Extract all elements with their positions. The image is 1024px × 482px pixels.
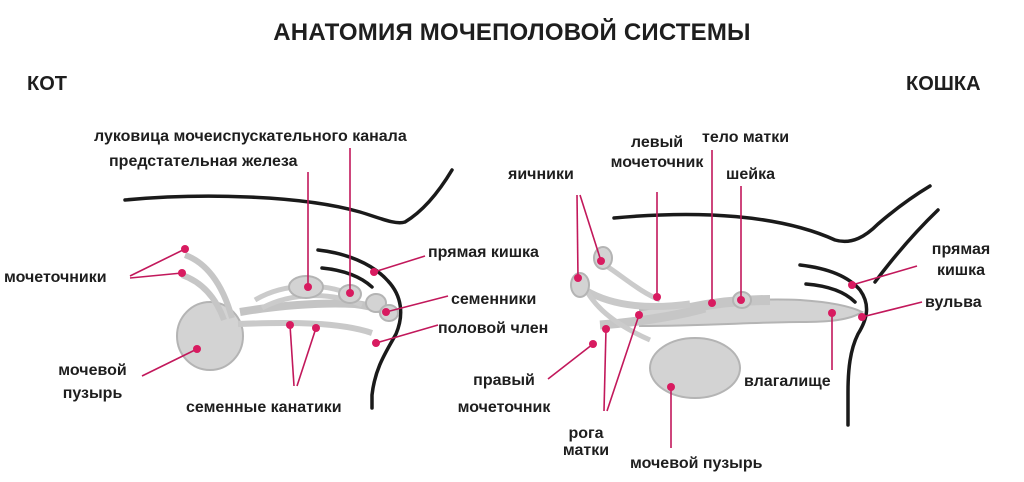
- pointer-right-ureter: [547, 343, 594, 380]
- female-bladder: [649, 337, 741, 399]
- pointer-horns-a: [603, 328, 607, 412]
- label-uterus-body: тело матки: [702, 129, 790, 146]
- male-heading: КОТ: [27, 73, 67, 95]
- male-rear-contour: [316, 248, 403, 410]
- label-vagina: влагалище: [744, 373, 831, 390]
- marker-bulb: [346, 289, 354, 297]
- label-left-ureter-line1: левый: [630, 134, 684, 151]
- label-right-ureter-line2: мочеточник: [457, 399, 551, 416]
- marker-testes: [382, 308, 390, 316]
- male-pointers: [129, 148, 449, 387]
- label-urethral-bulb: луковица мочеиспускательного канала: [94, 128, 407, 145]
- pointer-ovaries-b: [579, 194, 602, 262]
- label-rectum: прямая кишка: [428, 244, 539, 261]
- female-inner-contour: [804, 282, 857, 304]
- label-bladder-male-line2: пузырь: [62, 385, 123, 402]
- label-ovaries: яичники: [508, 166, 574, 183]
- female-back-tail: [873, 208, 940, 284]
- marker-left-ureter: [653, 293, 661, 301]
- female-pointers: [547, 150, 923, 448]
- female-ureter-left: [603, 262, 661, 303]
- marker-penis: [372, 339, 380, 347]
- female-horn-right: [599, 303, 707, 330]
- marker-vagina: [828, 309, 836, 317]
- label-bladder-male-line1: мочевой: [58, 362, 127, 379]
- male-ureter-2: [180, 272, 227, 322]
- pointer-testes: [385, 295, 449, 313]
- marker-right-ureter: [589, 340, 597, 348]
- male-urethra-lower: [237, 320, 373, 336]
- female-body-outline: [612, 184, 940, 427]
- label-rectum-female-line2: кишка: [936, 262, 986, 279]
- label-bladder-female: мочевой пузырь: [630, 455, 763, 472]
- pointer-horns-b: [606, 314, 640, 412]
- female-markers: [574, 257, 866, 391]
- male-inner-contour: [320, 266, 374, 289]
- marker-vulva: [858, 313, 866, 321]
- marker-ureter-2: [178, 269, 186, 277]
- label-ureters: мочеточники: [4, 269, 107, 286]
- pointer-rectum-f: [851, 265, 918, 286]
- label-left-ureter-line2: мочеточник: [610, 154, 704, 171]
- pointer-rectum: [373, 255, 426, 273]
- marker-cervix: [737, 296, 745, 304]
- pointer-cords-b: [296, 327, 317, 387]
- marker-rectum-f: [848, 281, 856, 289]
- label-rectum-female-line1: прямая: [931, 241, 991, 258]
- marker-bladder-f: [667, 383, 675, 391]
- label-prostate: предстательная железа: [109, 153, 298, 170]
- marker-cord-2: [312, 324, 320, 332]
- marker-prostate: [304, 283, 312, 291]
- marker-rectum: [370, 268, 378, 276]
- pointer-vulva: [861, 301, 923, 318]
- label-right-ureter-line1: правый: [473, 372, 535, 389]
- pointer-ovaries-a: [576, 194, 579, 279]
- pointer-ureters-a: [129, 248, 186, 277]
- label-uterine-horns-line2: матки: [562, 442, 610, 459]
- label-vulva: вульва: [925, 294, 982, 311]
- label-penis: половой член: [438, 320, 549, 337]
- male-organs: [176, 252, 399, 371]
- marker-uterus-body: [708, 299, 716, 307]
- label-spermatic-cords: семенные канатики: [186, 399, 342, 416]
- marker-ovary-2: [597, 257, 605, 265]
- label-cervix: шейка: [726, 166, 775, 183]
- female-organs: [570, 246, 864, 399]
- female-rear-contour: [798, 263, 869, 427]
- pointer-ureters-b: [129, 272, 183, 279]
- pointer-bladder: [141, 348, 198, 377]
- female-horn-left: [583, 286, 691, 310]
- female-back-contour: [612, 184, 932, 244]
- male-back-contour: [123, 168, 454, 225]
- label-uterine-horns-line1: рога: [568, 425, 604, 442]
- pointer-penis: [375, 324, 439, 344]
- marker-horn-1: [602, 325, 610, 333]
- marker-ovary-1: [574, 274, 582, 282]
- female-heading: КОШКА: [906, 73, 981, 95]
- marker-bladder: [193, 345, 201, 353]
- marker-horn-2: [635, 311, 643, 319]
- male-ureter-1: [183, 252, 235, 319]
- label-testes: семенники: [451, 291, 537, 308]
- male-testis-1: [365, 293, 387, 313]
- marker-cord-1: [286, 321, 294, 329]
- male-markers: [178, 245, 390, 353]
- pointer-cords-a: [289, 324, 295, 387]
- page-title: АНАТОМИЯ МОЧЕПОЛОВОЙ СИСТЕМЫ: [273, 19, 751, 46]
- marker-ureter-1: [181, 245, 189, 253]
